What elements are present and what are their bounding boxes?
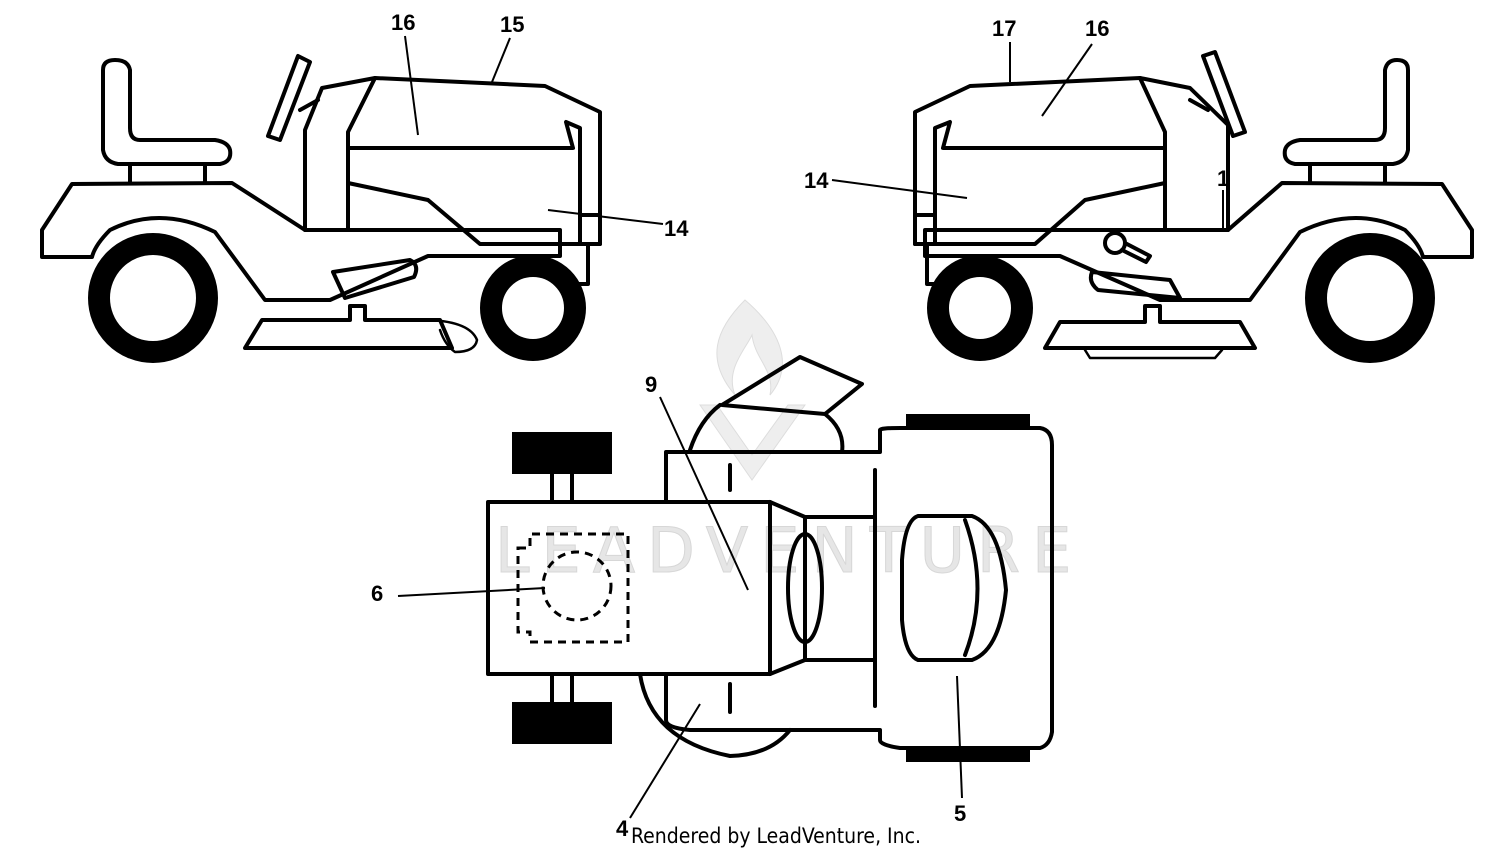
callout-top-9: 9: [645, 372, 657, 397]
callout-right-16: 16: [1085, 16, 1109, 41]
tractor-right-side-view: [913, 50, 1474, 363]
callout-top-6: 6: [371, 581, 383, 606]
callout-left-14: 14: [664, 216, 689, 241]
watermark-chevron: [699, 404, 806, 481]
callout-left-16: 16: [391, 10, 415, 35]
callout-top-4: 4: [616, 816, 629, 841]
tractor-top-view: [486, 355, 1054, 762]
flame-logo-icon: [716, 299, 783, 396]
callout-top-5: 5: [954, 801, 966, 826]
callout-numbers: 16 15 14 17 16 14 1 9 6 4 5: [371, 10, 1229, 841]
callout-right-17: 17: [992, 16, 1016, 41]
callout-right-14: 14: [804, 168, 829, 193]
callout-left-15: 15: [500, 12, 524, 37]
callout-right-1: 1: [1217, 166, 1229, 191]
leader-lines: [397, 35, 1224, 819]
tractor-left-side-view: [40, 54, 602, 363]
credit-text: Rendered by LeadVenture, Inc.: [631, 824, 921, 848]
